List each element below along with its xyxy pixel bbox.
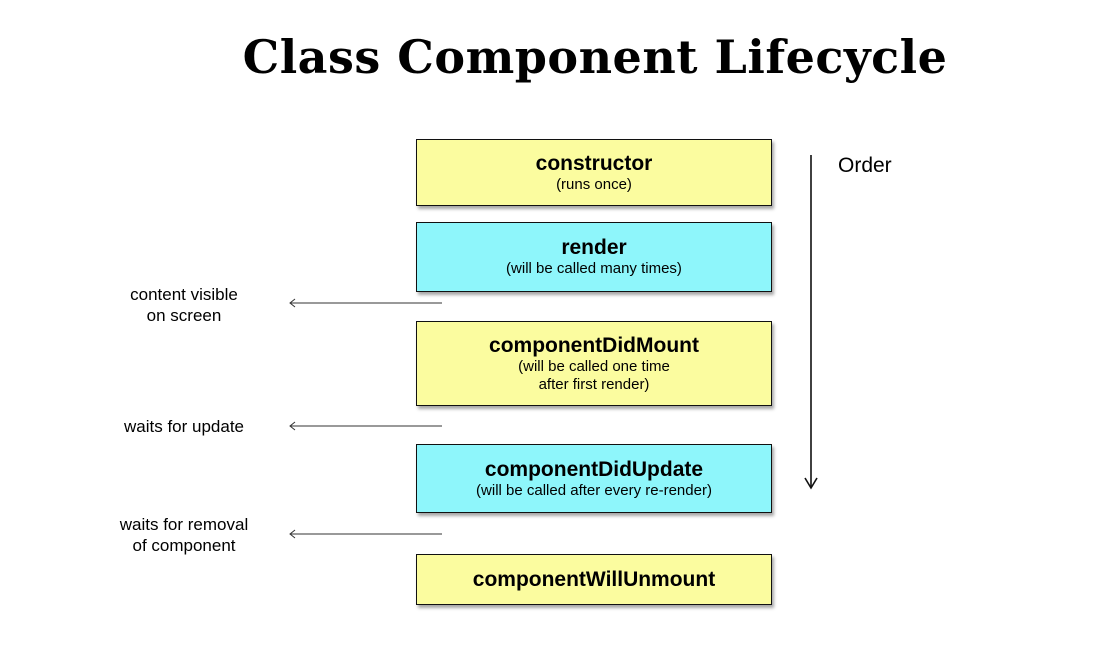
note-content-visible: content visible on screen (130, 285, 238, 325)
step-name: constructor (535, 151, 653, 175)
step-desc: (runs once) (556, 175, 632, 193)
step-desc: (will be called many times) (506, 260, 682, 277)
note-waits-for-update: waits for update (123, 417, 244, 436)
step-name: render (561, 236, 627, 259)
step-name: componentWillUnmount (472, 567, 716, 591)
step-constructor: constructor (runs once) (416, 139, 772, 206)
step-desc: (will be called one time after first ren… (518, 357, 670, 393)
order-label: Order (838, 154, 892, 177)
step-render: render (will be called many times) (416, 222, 772, 292)
order-arrow (804, 155, 818, 490)
diagram-title: Class Component Lifecycle (242, 30, 948, 84)
step-name: componentDidUpdate (484, 457, 704, 481)
step-component-will-unmount: componentWillUnmount (416, 554, 772, 605)
step-name: componentDidMount (489, 333, 699, 357)
note-waits-for-removal: waits for removal of component (119, 515, 249, 555)
step-component-did-update: componentDidUpdate (will be called after… (416, 444, 772, 513)
note-arrow-waits-for-update (289, 421, 442, 431)
step-desc: (will be called after every re-render) (476, 481, 712, 499)
note-arrow-waits-for-removal (289, 529, 442, 539)
note-arrow-content-visible (289, 298, 442, 308)
step-component-did-mount: componentDidMount (will be called one ti… (416, 321, 772, 406)
